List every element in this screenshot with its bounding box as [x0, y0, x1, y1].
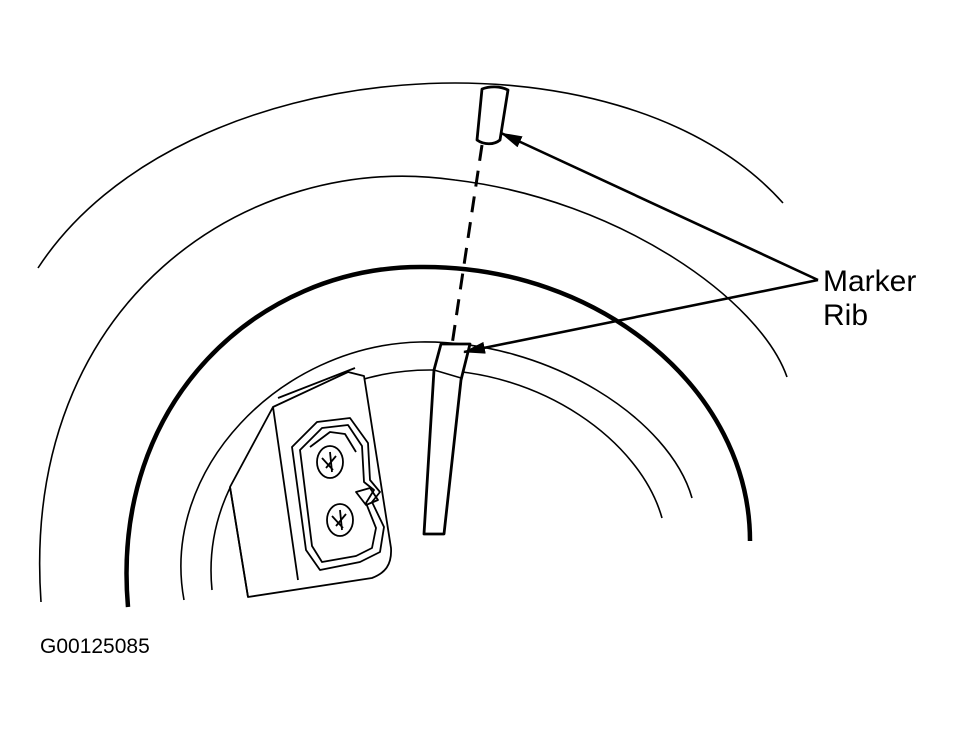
marker-rib-upper — [475, 85, 510, 146]
inner-hub-arc-inner — [210, 369, 663, 591]
marker-rib-lower — [422, 342, 472, 536]
leader-line-to-lower-rib — [463, 278, 819, 354]
callout-label-line2: Rib — [823, 299, 869, 332]
leader-line-to-upper-rib — [500, 131, 819, 282]
figure-id: G00125085 — [40, 635, 150, 658]
alignment-dashed-line — [450, 144, 484, 346]
marker-rib-lower-edge — [433, 369, 462, 379]
middle-rim-arc — [38, 175, 788, 603]
thick-rim-arc — [124, 264, 753, 608]
callout-label-line1: Marker — [823, 265, 917, 298]
outer-rim-arc — [37, 82, 784, 269]
electrical-connector — [229, 367, 392, 598]
inner-hub-arc-outer — [180, 341, 693, 601]
